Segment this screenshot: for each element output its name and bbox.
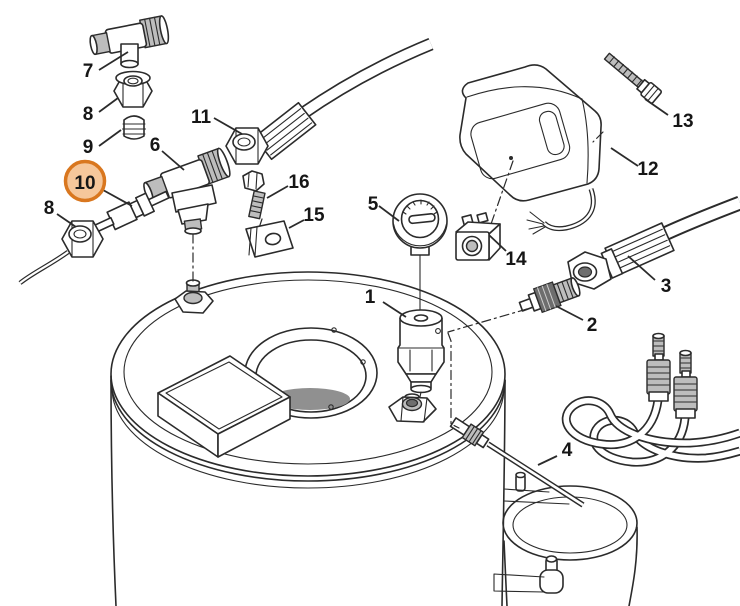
fitting-1 <box>397 249 445 398</box>
callout-15[interactable]: 15 <box>303 205 325 226</box>
callout-14[interactable]: 14 <box>505 249 527 270</box>
callout-11[interactable]: 11 <box>191 107 212 128</box>
bucket-pin-top <box>503 471 570 505</box>
probe-4 <box>449 417 585 508</box>
callout-4[interactable]: 4 <box>562 440 573 461</box>
lid-tray <box>157 355 291 458</box>
callout-labels: 7 8 9 11 6 10 8 16 15 5 12 13 14 3 2 1 4 <box>44 61 694 461</box>
leader-lines <box>56 51 669 466</box>
pressure-gauge-5 <box>392 193 448 256</box>
lid-nut-left <box>174 279 214 314</box>
callout-2[interactable]: 2 <box>587 315 598 336</box>
callout-9[interactable]: 9 <box>83 137 94 158</box>
tee-fitting-6 <box>143 147 231 235</box>
bucket-pin-bottom <box>493 555 564 594</box>
nut-8-top <box>113 70 153 108</box>
hose-fitting-a <box>646 332 671 402</box>
highlight-ring[interactable] <box>63 159 107 203</box>
callout-6[interactable]: 6 <box>150 135 161 156</box>
bucket <box>493 471 638 606</box>
tank <box>110 271 506 606</box>
callout-8-left[interactable]: 8 <box>44 198 55 219</box>
bolt-16 <box>242 170 266 229</box>
callout-10[interactable]: 10 <box>74 173 95 194</box>
clip-15 <box>245 220 294 258</box>
callout-13[interactable]: 13 <box>672 111 693 132</box>
nut-11 <box>225 127 269 165</box>
callout-7[interactable]: 7 <box>83 61 94 82</box>
spare-hoses <box>561 332 740 467</box>
plug-9 <box>121 115 147 140</box>
hose-11 <box>225 37 434 165</box>
hose-fitting-b <box>673 349 698 419</box>
box-wire <box>526 188 596 235</box>
control-box-12 <box>459 64 602 235</box>
callout-12[interactable]: 12 <box>637 159 658 180</box>
callout-8-top[interactable]: 8 <box>83 104 94 125</box>
callout-5[interactable]: 5 <box>368 194 379 215</box>
bolt-13 <box>592 52 663 143</box>
callout-3[interactable]: 3 <box>661 276 672 297</box>
hose-3 <box>567 195 740 290</box>
fitting-2 <box>518 277 581 314</box>
nut-8-left <box>61 220 104 258</box>
tee-fitting-7 <box>89 15 170 69</box>
callout-1[interactable]: 1 <box>365 287 376 308</box>
lid-nut-center <box>388 393 437 423</box>
sensor-wire <box>18 250 70 285</box>
callout-16[interactable]: 16 <box>288 172 309 193</box>
sensor-10 <box>18 190 170 285</box>
alignment-lines <box>192 160 528 429</box>
block-14 <box>455 212 501 261</box>
